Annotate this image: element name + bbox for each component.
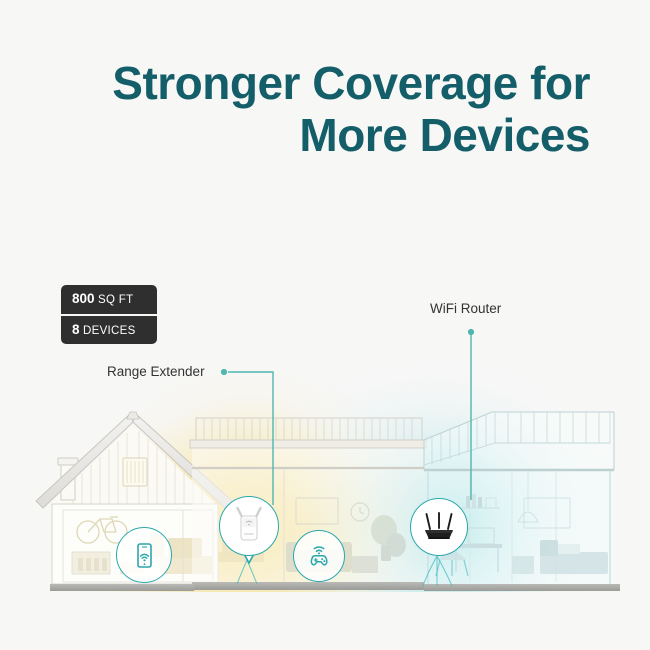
- game-controller-icon: [310, 546, 328, 566]
- badge-coverage: 800 SQ FT: [61, 285, 157, 314]
- range-extender-icon: [236, 506, 262, 541]
- left-floor-slab: [50, 584, 194, 591]
- title-line-2: More Devices: [299, 109, 590, 161]
- badge-devices-value: 8: [72, 321, 80, 337]
- spec-badges: 800 SQ FT 8 DEVICES: [61, 285, 157, 344]
- title-line-1: Stronger Coverage for: [112, 57, 590, 109]
- badge-devices: 8 DEVICES: [61, 315, 157, 344]
- device-bubble-game-controller: [293, 530, 345, 582]
- device-bubble-wifi-router: [410, 498, 468, 556]
- badge-coverage-unit: SQ FT: [98, 294, 134, 306]
- callout-label-range-extender: Range Extender: [107, 364, 205, 379]
- smartphone-icon: [137, 543, 152, 568]
- wifi-router-icon: [425, 512, 453, 539]
- device-bubble-smartphone: [116, 527, 172, 583]
- page-title: Stronger Coverage for More Devices: [0, 57, 590, 161]
- badge-coverage-value: 800: [72, 291, 95, 306]
- device-bubble-range-extender: [219, 496, 279, 556]
- badge-devices-unit: DEVICES: [83, 324, 136, 337]
- callout-label-wifi-router: WiFi Router: [430, 301, 502, 316]
